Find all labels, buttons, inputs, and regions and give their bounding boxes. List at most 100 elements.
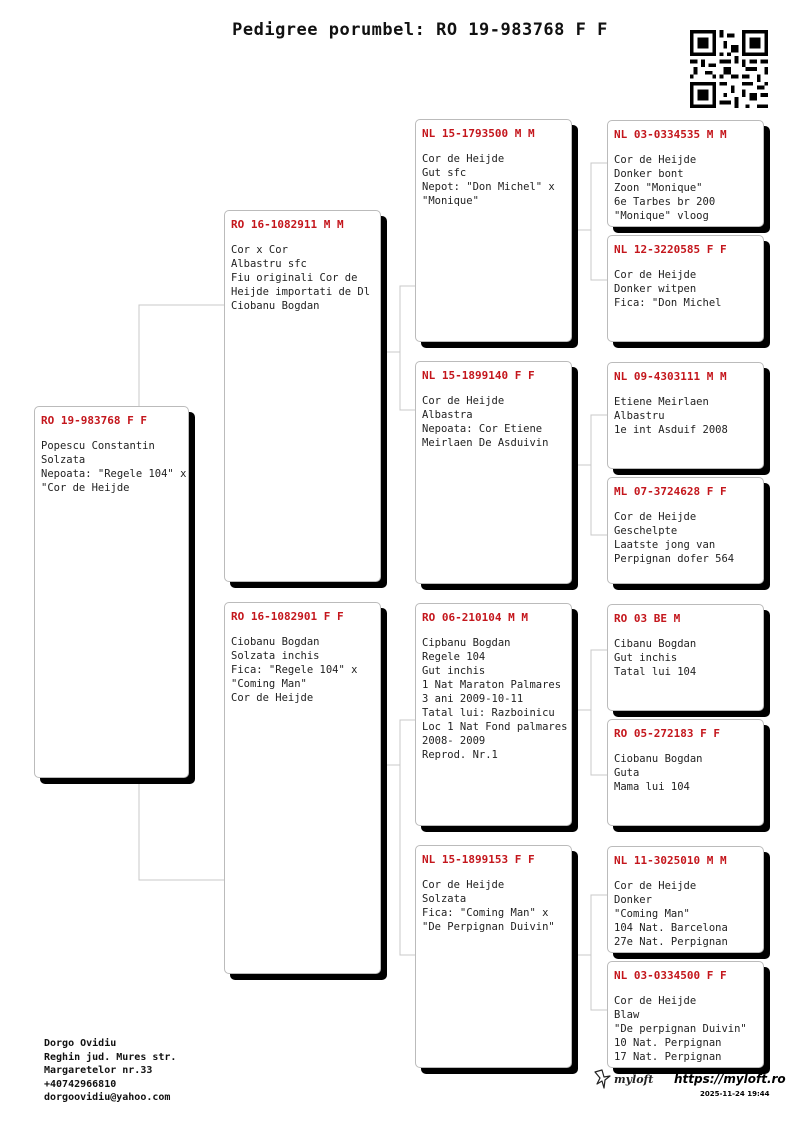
detail-line: Gut inchis: [422, 665, 486, 677]
detail-line: Cipbanu Bogdan: [422, 637, 511, 649]
detail-line: Popescu Constantin: [41, 440, 155, 452]
pigeon-card-ss-sire[interactable]: NL 03-0334535 M M Cor de Heijde Donker b…: [607, 120, 764, 227]
pigeon-details: Cor de Heijde Donker witpen Fica: "Don M…: [614, 268, 757, 310]
pigeon-card-subject[interactable]: RO 19-983768 F F Popescu Constantin Solz…: [34, 406, 189, 778]
detail-line: Cor de Heijde: [614, 995, 697, 1007]
pigeon-card-dd-sire[interactable]: NL 11-3025010 M M Cor de Heijde Donker "…: [607, 846, 764, 953]
detail-line: "Coming Man": [614, 908, 690, 920]
pigeon-card-sd-sire[interactable]: NL 09-4303111 M M Etiene Meirlaen Albast…: [607, 362, 764, 469]
detail-line: 17 Nat. Perpignan: [614, 1051, 722, 1063]
detail-line: "De Perpignan Duivin": [422, 921, 555, 933]
detail-line: 2008- 2009: [422, 735, 486, 747]
detail-line: Gut sfc: [422, 167, 467, 179]
detail-line: 27e Nat. Perpignan: [614, 936, 728, 948]
owner-email[interactable]: dorgoovidiu@yahoo.com: [44, 1092, 171, 1103]
detail-line: 104 Nat. Barcelona: [614, 922, 728, 934]
detail-line: Regele 104: [422, 651, 486, 663]
pigeon-details: Popescu Constantin Solzata Nepoata: "Reg…: [41, 439, 187, 495]
detail-line: Loc 1 Nat Fond palmares: [422, 721, 568, 733]
pigeon-card-sire-sire[interactable]: NL 15-1793500 M M Cor de Heijde Gut sfc …: [415, 119, 572, 342]
ring-number: NL 15-1899153 F F: [422, 853, 535, 866]
ring-number: NL 03-0334535 M M: [614, 128, 727, 141]
detail-line: Perpignan dofer 564: [614, 553, 735, 565]
pigeon-details: Cor de Heijde Albastra Nepoata: Cor Etie…: [422, 394, 565, 450]
pigeon-details: Etiene Meirlaen Albastru 1e int Asduif 2…: [614, 395, 757, 437]
detail-line: Donker: [614, 894, 652, 906]
pigeon-card-sire[interactable]: RO 16-1082911 M M Cor x Cor Albastru sfc…: [224, 210, 381, 582]
pigeon-details: Cibanu Bogdan Gut inchis Tatal lui 104: [614, 637, 757, 679]
site-url-link[interactable]: https://myloft.ro: [674, 1072, 786, 1086]
ring-number: RO 16-1082901 F F: [231, 610, 344, 623]
detail-line: Solzata: [422, 893, 467, 905]
owner-address-line: Margaretelor nr.33: [44, 1065, 153, 1076]
pigeon-details: Cor de Heijde Solzata Fica: "Coming Man"…: [422, 878, 565, 934]
detail-line: Solzata inchis: [231, 650, 320, 662]
detail-line: Fica: "Coming Man" x: [422, 907, 549, 919]
detail-line: Cor de Heijde: [422, 153, 505, 165]
page-title: Pedigree porumbel: RO 19-983768 F F: [232, 20, 608, 40]
pigeon-details: Cor de Heijde Blaw "De perpignan Duivin"…: [614, 994, 757, 1064]
pigeon-details: Cor de Heijde Gut sfc Nepot: "Don Michel…: [422, 152, 565, 208]
ring-number: RO 03 BE M: [614, 612, 681, 625]
generated-timestamp: 2025-11-24 19:44: [700, 1090, 770, 1098]
detail-line: Blaw: [614, 1009, 640, 1021]
detail-line: Laatste jong van: [614, 539, 716, 551]
detail-line: 1e int Asduif 2008: [614, 424, 728, 436]
detail-line: Geschelpte: [614, 525, 678, 537]
detail-line: Donker bont: [614, 168, 684, 180]
detail-line: Albastru: [614, 410, 665, 422]
detail-line: Nepoata: "Regele 104" x: [41, 468, 187, 480]
pigeon-details: Cor de Heijde Geschelpte Laatste jong va…: [614, 510, 757, 566]
pigeon-logo-icon: [594, 1069, 611, 1089]
detail-line: Ciobanu Bogdan: [231, 636, 320, 648]
detail-line: "Monique" vloog: [614, 210, 709, 222]
ring-number: NL 15-1899140 F F: [422, 369, 535, 382]
detail-line: Cor de Heijde: [614, 154, 697, 166]
detail-line: Nepot: "Don Michel" x: [422, 181, 555, 193]
detail-line: Gut inchis: [614, 652, 678, 664]
detail-line: "De perpignan Duivin": [614, 1023, 747, 1035]
ring-number: NL 03-0334500 F F: [614, 969, 727, 982]
ring-number: ML 07-3724628 F F: [614, 485, 727, 498]
pigeon-card-ss-dam[interactable]: NL 12-3220585 F F Cor de Heijde Donker w…: [607, 235, 764, 342]
ring-number: NL 09-4303111 M M: [614, 370, 727, 383]
detail-line: Zoon "Monique": [614, 182, 703, 194]
owner-name: Dorgo Ovidiu: [44, 1038, 117, 1049]
pigeon-card-dam-sire[interactable]: RO 06-210104 M M Cipbanu Bogdan Regele 1…: [415, 603, 572, 826]
pigeon-card-dam[interactable]: RO 16-1082901 F F Ciobanu Bogdan Solzata…: [224, 602, 381, 974]
pigeon-card-ds-sire[interactable]: RO 03 BE M Cibanu Bogdan Gut inchis Tata…: [607, 604, 764, 711]
detail-line: Ciobanu Bogdan: [614, 753, 703, 765]
detail-line: Cor de Heijde: [422, 879, 505, 891]
detail-line: Cor de Heijde: [614, 880, 697, 892]
ring-number: RO 19-983768 F F: [41, 414, 147, 427]
detail-line: Donker witpen: [614, 283, 697, 295]
detail-line: Mama lui 104: [614, 781, 690, 793]
detail-line: Nepoata: Cor Etiene: [422, 423, 543, 435]
pigeon-card-sd-dam[interactable]: ML 07-3724628 F F Cor de Heijde Geschelp…: [607, 477, 764, 584]
detail-line: Fica: "Don Michel: [614, 297, 722, 309]
detail-line: Fiu originali Cor de: [231, 272, 358, 284]
detail-line: Heijde importati de Dl: [231, 286, 371, 298]
owner-address-line: Reghin jud. Mures str.: [44, 1051, 177, 1063]
pigeon-details: Cor x Cor Albastru sfc Fiu originali Cor…: [231, 243, 374, 313]
ring-number: RO 06-210104 M M: [422, 611, 528, 624]
pigeon-details: Ciobanu Bogdan Guta Mama lui 104: [614, 752, 757, 794]
detail-line: Tatal lui: Razboinicu: [422, 707, 555, 719]
detail-line: Cor de Heijde: [614, 511, 697, 523]
pigeon-details: Cipbanu Bogdan Regele 104 Gut inchis 1 N…: [422, 636, 568, 762]
detail-line: Tatal lui 104: [614, 666, 697, 678]
detail-line: Albastru sfc: [231, 258, 307, 270]
pigeon-details: Cor de Heijde Donker "Coming Man" 104 Na…: [614, 879, 757, 949]
pigeon-card-sire-dam[interactable]: NL 15-1899140 F F Cor de Heijde Albastra…: [415, 361, 572, 584]
detail-line: Etiene Meirlaen: [614, 396, 709, 408]
pigeon-card-dd-dam[interactable]: NL 03-0334500 F F Cor de Heijde Blaw "De…: [607, 961, 764, 1068]
pigeon-card-ds-dam[interactable]: RO 05-272183 F F Ciobanu Bogdan Guta Mam…: [607, 719, 764, 826]
pigeon-details: Cor de Heijde Donker bont Zoon "Monique"…: [614, 153, 757, 223]
pigeon-card-dam-dam[interactable]: NL 15-1899153 F F Cor de Heijde Solzata …: [415, 845, 572, 1068]
detail-line: Guta: [614, 767, 640, 779]
detail-line: Ciobanu Bogdan: [231, 300, 320, 312]
ring-number: RO 16-1082911 M M: [231, 218, 344, 231]
detail-line: 6e Tarbes br 200: [614, 196, 716, 208]
ring-number: NL 12-3220585 F F: [614, 243, 727, 256]
